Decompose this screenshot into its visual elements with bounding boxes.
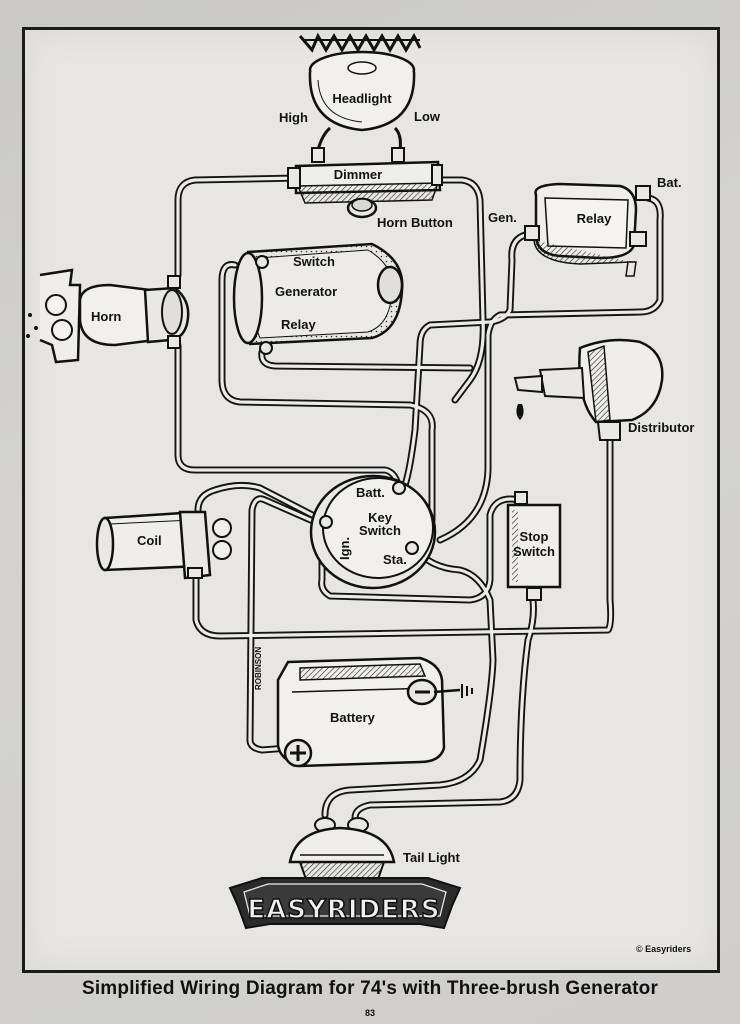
- easyriders-logo-text: EASYRIDERS: [247, 894, 441, 926]
- distributor: [513, 338, 664, 441]
- distributor-label: Distributor: [628, 420, 695, 435]
- stop-switch: [506, 491, 562, 601]
- gen-terminal-label: Gen.: [488, 210, 517, 225]
- relay-label: Relay: [576, 211, 612, 226]
- generator-switch-label: Switch: [293, 254, 335, 269]
- coil-label: Coil: [137, 533, 162, 548]
- sta-terminal-label: Sta.: [383, 552, 407, 567]
- coil: [95, 510, 232, 580]
- dimmer-switch: [287, 147, 443, 219]
- ign-terminal-label: Ign.: [337, 536, 352, 560]
- page-number: 83: [364, 1008, 375, 1018]
- low-beam-label: Low: [414, 109, 440, 124]
- headlight: [298, 32, 422, 151]
- generator-label: Generator: [275, 284, 338, 299]
- key-switch: [309, 474, 437, 590]
- dimmer-label: Dimmer: [333, 167, 383, 182]
- horn-button-label: Horn Button: [377, 215, 453, 230]
- horn: [26, 268, 190, 364]
- figure-caption: Simplified Wiring Diagram for 74's with …: [81, 978, 659, 999]
- relay-unit: [524, 182, 651, 277]
- horn-label: Horn: [91, 309, 122, 324]
- key-switch-label-line1: Key: [368, 510, 392, 525]
- generator-relay-label: Relay: [281, 317, 316, 332]
- artist-signature: ROBINSON: [254, 646, 263, 690]
- batt-terminal-label: Batt.: [356, 485, 385, 500]
- stop-switch-label-line1: Stop: [519, 529, 549, 544]
- tail-light-label: Tail Light: [403, 850, 460, 865]
- copyright-notice: © Easyriders: [636, 944, 692, 954]
- easyriders-logo: [228, 877, 462, 930]
- key-switch-label-line2: Switch: [359, 523, 401, 538]
- bat-terminal-label: Bat.: [657, 175, 682, 190]
- headlight-label: Headlight: [332, 91, 392, 106]
- battery: [276, 656, 473, 768]
- generator: [232, 242, 404, 355]
- wires: [174, 174, 664, 822]
- tail-light: [288, 817, 396, 886]
- battery-label: Battery: [330, 710, 375, 725]
- stop-switch-label-line2: Switch: [513, 544, 555, 559]
- high-beam-label: High: [279, 110, 308, 125]
